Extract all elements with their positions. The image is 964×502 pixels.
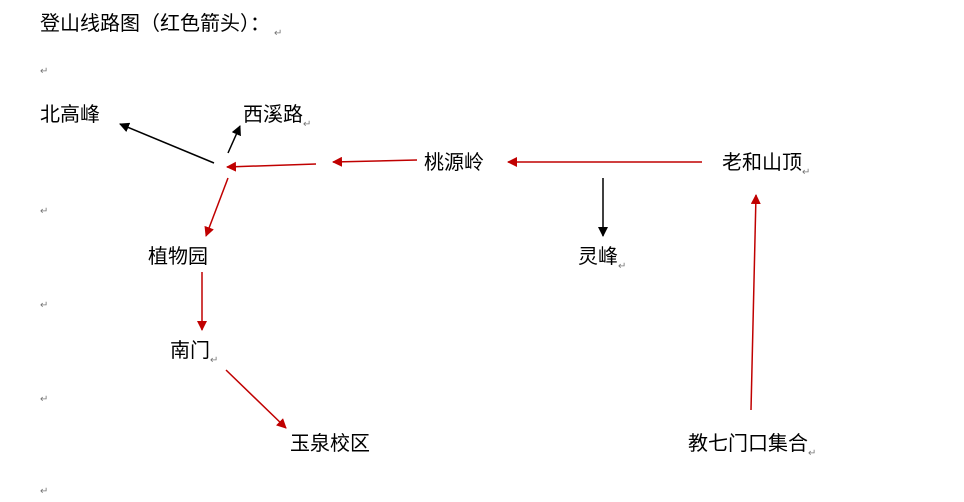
node-zhiwuyuan: 植物园 <box>148 243 208 269</box>
paragraph-mark: ↵ <box>274 28 283 39</box>
paragraph-mark: ↵ <box>210 355 219 366</box>
paragraph-mark: ↵ <box>40 300 49 311</box>
node-lingfeng: 灵峰↵ <box>578 243 627 272</box>
node-label: 桃源岭 <box>424 150 484 174</box>
node-label: 植物园 <box>148 244 208 268</box>
node-nanmen: 南门↵ <box>170 337 219 366</box>
arrow-taoyuanling-to-junction <box>332 156 418 167</box>
paragraph-mark: ↵ <box>808 448 817 459</box>
arrow-junction-to-beigaofeng <box>119 122 215 164</box>
node-label: 南门 <box>170 338 210 362</box>
arrow-junction-to-zhiwuyuan <box>204 177 229 237</box>
node-label: 西溪路 <box>243 102 303 126</box>
paragraph-mark: ↵ <box>40 206 49 217</box>
arrow-jiaoqimenkou-to-laoheshanding <box>750 194 761 411</box>
diagram-title: 登山线路图（红色箭头）： ↵ <box>40 10 283 39</box>
node-yuquan: 玉泉校区 <box>290 430 370 456</box>
node-label: 玉泉校区 <box>290 431 370 455</box>
node-taoyuanling: 桃源岭 <box>424 149 484 175</box>
diagram-title-text: 登山线路图（红色箭头）： <box>40 11 270 35</box>
paragraph-mark: ↵ <box>303 119 312 130</box>
arrow-nanmen-to-yuquan <box>225 369 287 429</box>
paragraph-mark: ↵ <box>618 261 627 272</box>
paragraph-mark: ↵ <box>40 66 49 77</box>
arrow-junction-to-xixilu <box>227 125 241 154</box>
node-jiaoqimenkou: 教七门口集合↵ <box>688 430 817 459</box>
paragraph-mark: ↵ <box>802 167 811 178</box>
node-laoheshanding: 老和山顶↵ <box>722 149 811 178</box>
node-label: 老和山顶 <box>722 150 802 174</box>
paragraph-mark: ↵ <box>40 486 49 497</box>
node-label: 北高峰 <box>40 102 100 126</box>
node-beigaofeng: 北高峰 <box>40 101 100 127</box>
node-label: 教七门口集合 <box>688 431 808 455</box>
arrow-junction-segment <box>226 161 317 172</box>
node-label: 灵峰 <box>578 244 618 268</box>
paragraph-mark: ↵ <box>40 394 49 405</box>
node-xixilu: 西溪路↵ <box>243 101 312 130</box>
